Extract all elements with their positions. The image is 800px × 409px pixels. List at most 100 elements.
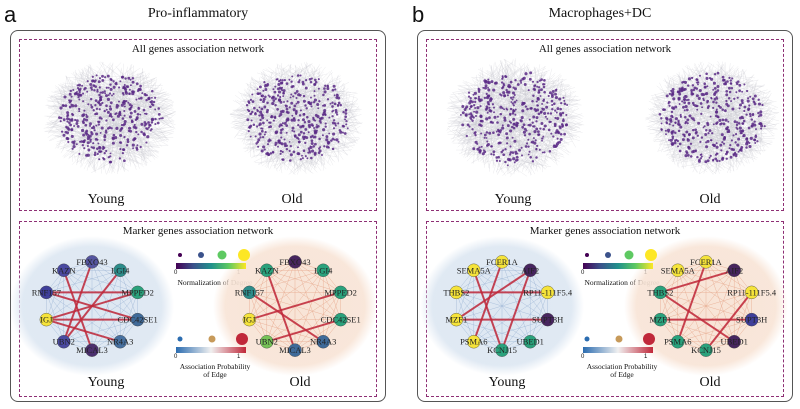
panel-a-young-all-network-node <box>108 92 112 95</box>
panel-b-young-all-network-edge <box>543 80 557 85</box>
panel-b-young-all-network-node <box>563 132 566 136</box>
panel-b-legend-edge-colorbar <box>583 347 653 353</box>
panel-a-young-all-network-node <box>145 127 148 130</box>
panel-b-old-all-network-node <box>696 81 699 84</box>
panel-b-young-all-network-node <box>515 99 518 102</box>
panel-a-young-all-network-node <box>161 117 164 120</box>
panel-a-old-all-network-node <box>313 135 317 139</box>
panel-b-young-marker-network-edge <box>456 261 503 320</box>
panel-b-young-all-network-edge <box>502 77 553 157</box>
panel-a-old-all-network-node <box>270 115 273 118</box>
panel-a-old-all-network-node <box>258 122 262 126</box>
panel-b-young-all-network-node <box>464 106 467 110</box>
panel-a-old-all-network-node <box>264 130 267 134</box>
panel-a-old-all-network-node <box>260 94 263 98</box>
panel-a-old-all-network-edge <box>343 128 348 152</box>
panel-a-young-all-network-node <box>110 78 113 82</box>
panel-b-young-all-network-edge <box>472 77 533 102</box>
panel-a-old-all-network-node <box>256 140 260 144</box>
panel-b-old-all-network-node <box>706 159 710 163</box>
panel-a-young-all-network-edge <box>113 87 140 169</box>
panel-b-legend-degree-colorbar <box>583 263 653 269</box>
panel-a-young-all-network-node <box>100 117 103 120</box>
panel-a-young-all-network-node <box>123 114 126 117</box>
panel-b-old-all-network-node <box>706 99 710 103</box>
panel-a-young-all-network-node <box>145 141 148 144</box>
panel-a-young-all-network-edge <box>60 83 119 107</box>
panel-a-all-old-label: Old <box>281 192 303 207</box>
panel-b-old-all-network-node <box>682 105 685 109</box>
panel-b-old-all-network-node <box>734 141 737 144</box>
panel-b-old-all-network-edge <box>671 155 711 162</box>
panel-a-old-all-network-node <box>272 119 275 122</box>
panel-a-old-all-network-node <box>280 136 283 139</box>
panel-b-young-all-network-edge <box>514 129 578 142</box>
panel-a-old-all-network-edge <box>262 77 326 127</box>
panel-b-young-all-network-node <box>554 116 557 120</box>
panel-b-old-all-network-node <box>741 101 744 105</box>
panel-b-young-all-network-node <box>545 105 549 109</box>
panel-a-old-all-network-node <box>262 100 265 103</box>
panel-b-young-all-network-node <box>469 112 473 115</box>
panel-a-old-all-network-edge <box>261 114 318 173</box>
panel-b-old-all-network-node <box>737 122 741 125</box>
panel-b-old-all-network-node <box>741 129 745 133</box>
panel-b-young-all-network-node <box>490 145 493 148</box>
panel-b-old-all-network-node <box>667 102 670 105</box>
panel-a-old-all-network-edge <box>261 72 310 103</box>
panel-b-young-all-network-node <box>483 136 486 139</box>
panel-b-young-all-network-node <box>503 94 507 98</box>
panel-a-young-all-network-node <box>154 108 157 111</box>
panel-b-old-all-network-edge <box>758 99 779 108</box>
panel-a-young-all-network-node <box>115 82 118 86</box>
panel-b-young-all-network-node <box>471 115 474 118</box>
panel-b-old-all-network-edge <box>716 153 725 169</box>
panel-a-old-all-network-node <box>314 119 317 122</box>
panel-b-old-all-network-node <box>674 121 677 124</box>
panel-b-young-all-network-node <box>542 127 545 131</box>
panel-a-old-all-network-node <box>274 85 277 88</box>
panel-a-old-all-network-edge <box>261 95 327 170</box>
panel-a-old-all-network-edge <box>264 75 299 158</box>
panel-a-old-all-network-node <box>318 100 321 103</box>
panel-b-old-all-network-node <box>763 125 766 128</box>
panel-a-old-marker-network-edge <box>249 319 296 351</box>
panel-b-old-all-network-node <box>681 86 684 90</box>
panel-a-old-all-network-node <box>263 80 266 84</box>
panel-a-old-all-network-edge <box>290 121 357 161</box>
panel-a-young-marker-network-gene-node <box>39 285 54 300</box>
panel-b-young-all-network-node <box>527 153 530 156</box>
panel-b-young-all-network-node <box>506 157 511 161</box>
panel-a-all-young-label: Young <box>87 192 125 207</box>
panel-a-young-all-network-edge <box>116 113 174 123</box>
panel-a-young-marker-network-gene-label: MICAL3 <box>76 345 108 355</box>
panel-a-young-marker-network-edge <box>91 292 138 351</box>
panel-a-young-all-network-node <box>98 120 101 124</box>
panel-b-old-marker-network-gene-node <box>699 343 713 357</box>
panel-a-old-marker-network-gene-node <box>316 263 330 277</box>
panel-a-young-all-network-node <box>69 89 73 93</box>
panel-b-young-marker-network-edge <box>501 319 548 351</box>
panel-b-old-all-network-node <box>723 136 726 139</box>
panel-b-young-all-network-node <box>473 110 476 113</box>
panel-b-young-marker-network-gene-node <box>495 343 509 357</box>
panel-a-old-all-network-edge <box>286 149 337 157</box>
panel-a-young-all-network-edge <box>118 87 144 156</box>
panel-a-young-all-network-edge <box>136 71 144 84</box>
panel-b-young-all-network-node <box>509 80 513 84</box>
panel-b-young-all-network-node <box>532 94 535 97</box>
panel-b-old-all-network-node <box>736 121 739 124</box>
panel-a-old-all-network-edge <box>272 155 303 167</box>
panel-a-young-all-network-node <box>91 75 94 78</box>
panel-a-young-all-network-node <box>130 104 133 107</box>
panel-a-young-all-network-node <box>89 97 93 101</box>
panel-a-young-all-network-node <box>147 126 150 129</box>
panel-a-old-all-network-node <box>285 131 288 134</box>
panel-a-young-marker-network-edge <box>46 292 93 351</box>
panel-b-old-all-network-edge <box>716 91 761 110</box>
panel-b-young-all-network-node <box>555 142 560 146</box>
panel-a-young-all-network-node <box>131 80 135 84</box>
panel-b-old-all-network-node <box>754 134 757 137</box>
panel-a-old-all-network-node <box>267 139 271 143</box>
panel-a-old-all-network-node <box>326 98 330 101</box>
